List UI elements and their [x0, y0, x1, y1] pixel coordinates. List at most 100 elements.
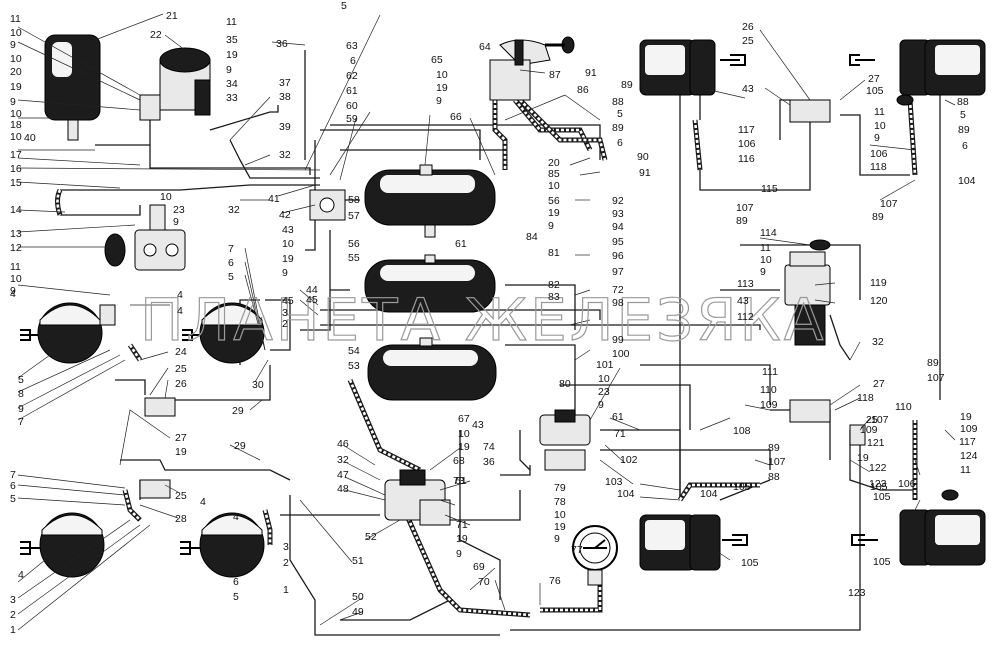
callout-label: 107	[927, 372, 945, 384]
callout-label: 106	[870, 148, 888, 160]
callout-label: 104	[617, 488, 635, 500]
callout-label: 76	[549, 575, 561, 587]
callout-label: 108	[733, 425, 751, 437]
callout-label: 19	[554, 521, 566, 533]
callout-label: 61	[455, 238, 467, 250]
callout-label: 93	[612, 208, 624, 220]
callout-label: 115	[761, 183, 778, 195]
callout-label: 45	[306, 294, 318, 306]
callout-label: 60	[346, 100, 358, 112]
callout-label: 42	[279, 209, 291, 221]
callout-label: 57	[348, 210, 360, 222]
callout-label: 4	[177, 305, 183, 317]
air-tank-1	[364, 169, 496, 226]
brake-chamber-front-right	[182, 302, 265, 364]
hand-brake-valve	[489, 36, 575, 101]
air-tank-2	[364, 259, 496, 313]
brake-chamber-rear-left	[20, 512, 105, 578]
watermark-text: ПЛАНЕТА ЖЕЛЕЗЯКА	[140, 286, 826, 354]
callout-label: 4	[177, 289, 183, 301]
callout-label: 5	[960, 109, 966, 121]
callout-label: 84	[526, 231, 538, 243]
spring-chamber-bottom-right	[851, 509, 986, 566]
callout-label: 25	[175, 363, 187, 375]
callout-label: 32	[337, 454, 349, 466]
relay-valve-bottom	[789, 399, 831, 423]
callout-label: 36	[483, 456, 495, 468]
callout-label: 9	[548, 220, 554, 232]
callout-label: 9	[173, 216, 179, 228]
hoses	[55, 98, 918, 618]
callout-label: 123	[869, 478, 887, 490]
callout-label: 105	[866, 85, 884, 97]
callout-label: 11	[960, 464, 971, 476]
callout-label: 98	[612, 297, 624, 309]
spring-chamber-top-right	[849, 39, 986, 96]
callout-label: 23	[598, 386, 610, 398]
callout-label: 27	[175, 432, 187, 444]
callout-label: 101	[596, 359, 614, 371]
callout-label: 106	[898, 478, 916, 490]
callout-label: 19	[857, 452, 869, 464]
callout-label: 12	[10, 242, 22, 254]
callout-label: 123	[848, 587, 866, 599]
callout-label: 38	[279, 91, 291, 103]
callout-label: 89	[768, 442, 780, 454]
air-tank-3	[367, 344, 497, 401]
callout-label: 107	[871, 414, 889, 426]
callout-label: 50	[352, 591, 364, 603]
callout-label: 112	[737, 311, 754, 323]
callout-label: 11	[226, 16, 237, 28]
callout-label: 63	[346, 40, 358, 52]
callout-label: 6	[228, 257, 234, 269]
callout-label: 3	[282, 307, 288, 319]
spring-chamber-bottom-left	[639, 514, 748, 571]
callout-label: 61	[455, 475, 467, 487]
callout-label: 43	[472, 419, 484, 431]
callout-label: 59	[346, 113, 358, 125]
callout-label: 35	[226, 34, 238, 46]
callout-label: 6	[962, 140, 968, 152]
relay-valve-left-lower	[139, 479, 171, 499]
callout-label: 26	[175, 378, 187, 390]
callout-label: 99	[612, 334, 624, 346]
callout-label: 43	[282, 224, 294, 236]
callout-label: 33	[226, 92, 238, 104]
callout-label: 85	[548, 168, 560, 180]
callout-label: 64	[479, 41, 491, 53]
callout-label: 119	[870, 277, 887, 289]
callout-label: 67	[458, 413, 470, 425]
callout-label: 90	[637, 151, 649, 163]
callout-label: 11	[874, 106, 885, 118]
callout-label: 122	[869, 462, 887, 474]
callout-label: 7	[18, 416, 24, 428]
callout-label: 1	[283, 584, 289, 596]
callout-label: 4	[200, 496, 206, 508]
callout-label: 71	[614, 428, 626, 440]
callout-label: 17	[10, 149, 22, 161]
callout-label: 9	[10, 39, 16, 51]
callout-label: 105	[873, 556, 891, 568]
callout-label: 72	[612, 284, 624, 296]
modulator-valve	[784, 251, 831, 346]
callout-label: 21	[166, 10, 178, 22]
callout-label: 7	[10, 469, 16, 481]
callout-label: 2	[282, 318, 288, 330]
callout-label: 77	[571, 544, 583, 556]
callout-label: 104	[958, 175, 976, 187]
callout-label: 54	[348, 345, 360, 357]
callout-label: 87	[549, 69, 561, 81]
callout-label: 29	[234, 440, 246, 452]
callout-label: 9	[18, 403, 24, 415]
callout-label: 103	[605, 476, 623, 488]
callout-label: 4	[10, 288, 16, 300]
callout-label: 107	[736, 202, 754, 214]
callout-label: 4	[18, 569, 24, 581]
callout-label: 6	[10, 480, 16, 492]
callout-label: 70	[478, 576, 490, 588]
callout-label: 124	[960, 450, 978, 462]
callout-label: 19	[436, 82, 448, 94]
callout-label: 9	[282, 267, 288, 279]
callout-label: 78	[554, 496, 566, 508]
